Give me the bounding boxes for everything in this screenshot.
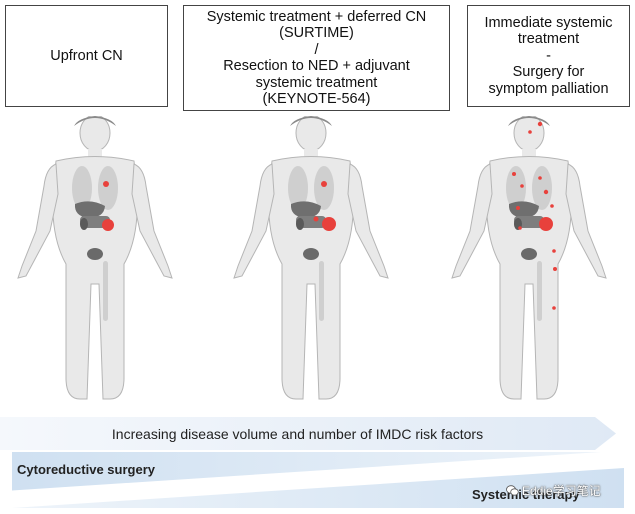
watermark: Eddie学习笔记 <box>506 482 601 499</box>
box-line: Immediate systemic <box>484 14 613 31</box>
tumor-sites <box>102 181 114 231</box>
body-figure-intermediate <box>233 116 389 400</box>
body-figure-metastatic <box>451 116 607 400</box>
strategy-box-deferred-cn: Systemic treatment + deferred CN (SURTIM… <box>183 5 450 111</box>
organs <box>506 166 552 321</box>
watermark-text: Eddie学习笔记 <box>522 484 601 498</box>
box-line: Upfront CN <box>50 47 123 64</box>
treatment-wedges <box>12 452 624 508</box>
organs <box>72 166 118 321</box>
box-line: treatment <box>517 31 580 48</box>
strategy-box-upfront-cn: Upfront CN <box>5 5 168 107</box>
body-silhouette <box>451 116 607 400</box>
organs <box>288 166 334 321</box>
wechat-icon <box>506 485 519 496</box>
body-silhouette <box>233 116 389 400</box>
box-line: / <box>314 41 319 58</box>
tumor-sites <box>512 121 557 310</box>
box-line: - <box>546 47 551 64</box>
therapy-wedge <box>12 468 624 508</box>
box-line: (SURTIME) <box>279 25 354 41</box>
box-line: Resection to NED + adjuvant <box>223 58 410 74</box>
box-line: Surgery for <box>512 64 585 81</box>
body-figure-localized <box>17 116 173 400</box>
box-line: symptom palliation <box>488 80 609 97</box>
arrow-label: Increasing disease volume and number of … <box>111 426 484 442</box>
therapy-label: Systemic therapy <box>472 487 580 502</box>
box-line: Systemic treatment + deferred CN <box>206 8 427 25</box>
surgery-label: Cytoreductive surgery <box>17 462 155 477</box>
body-silhouette <box>17 116 173 400</box>
strategy-box-immediate-systemic: Immediate systemic treatment - Surgery f… <box>467 5 630 107</box>
box-line: systemic treatment <box>255 74 378 91</box>
box-line: (KEYNOTE-564) <box>262 91 371 107</box>
disease-volume-arrow <box>0 417 616 450</box>
tumor-sites <box>313 181 336 231</box>
